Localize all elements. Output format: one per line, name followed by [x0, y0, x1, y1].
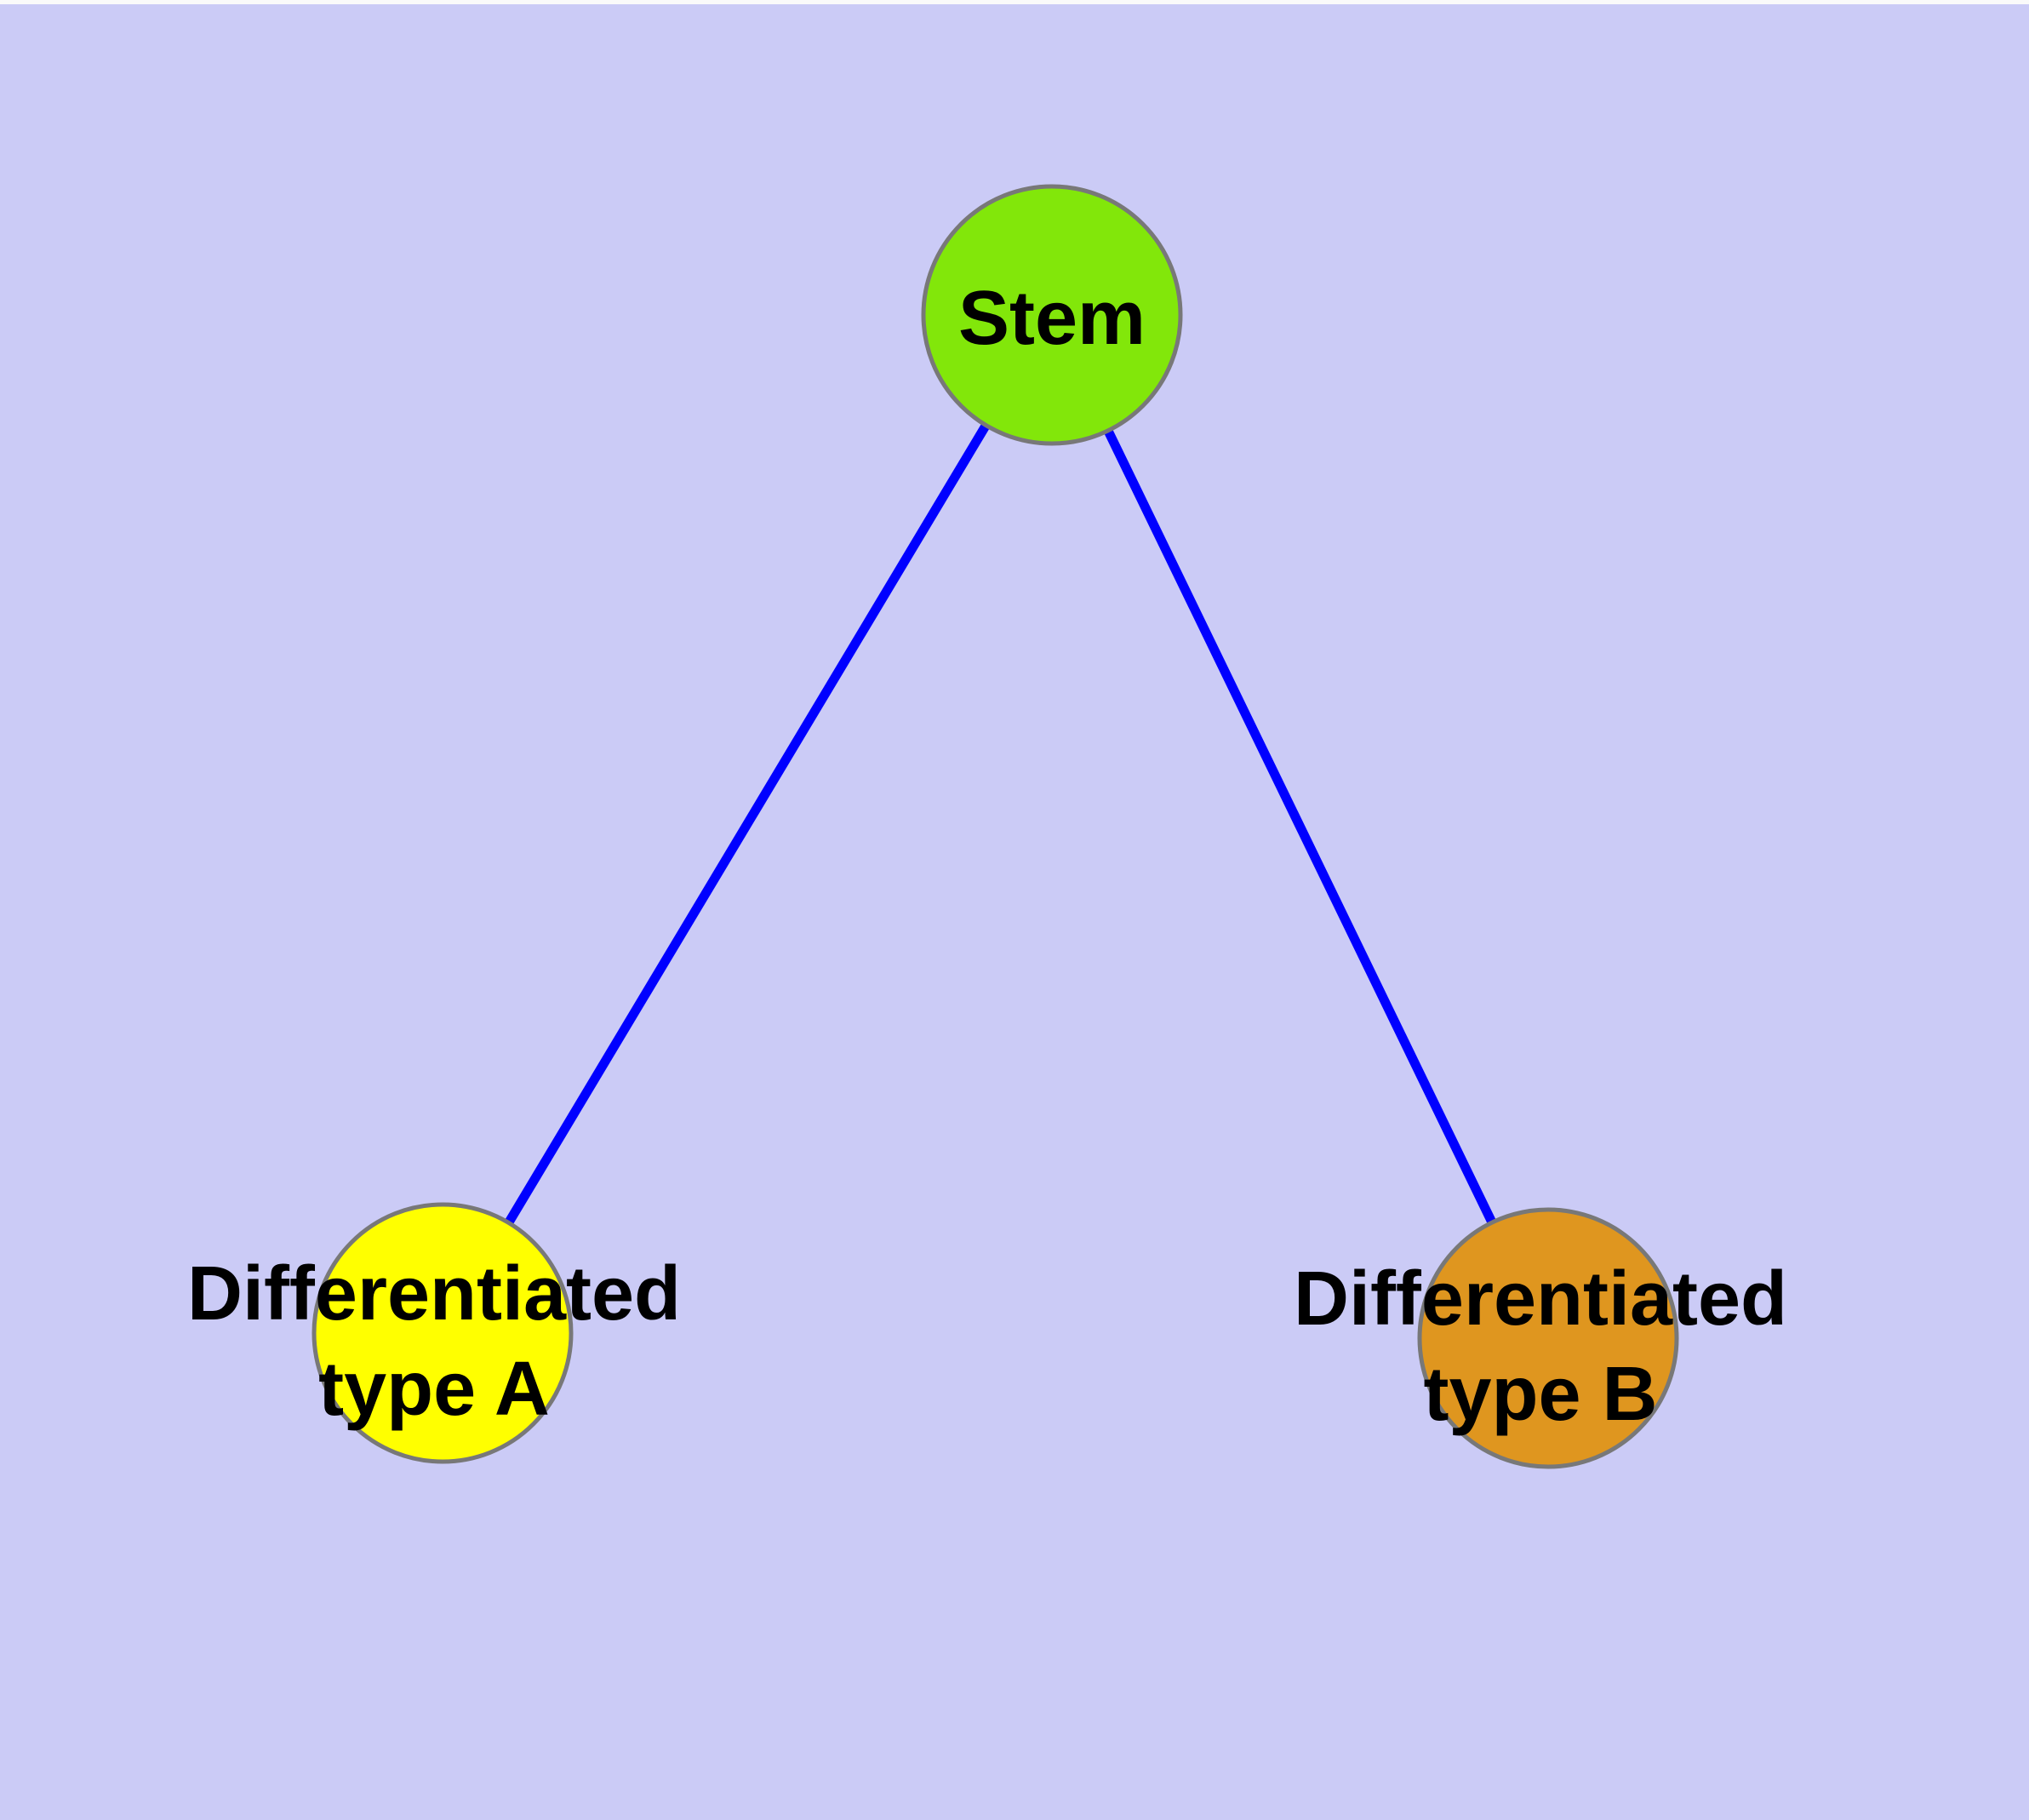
node-typeB-circle [1417, 1207, 1679, 1469]
node-typeA-circle [311, 1202, 574, 1464]
edge-stem-typeA [438, 312, 1056, 1336]
top-margin-strip [0, 0, 2029, 4]
edges-layer [438, 312, 1552, 1341]
edge-stem-typeB [1048, 312, 1552, 1341]
node-stem-circle [921, 184, 1183, 446]
node-stem-label: Stem [958, 276, 1146, 361]
